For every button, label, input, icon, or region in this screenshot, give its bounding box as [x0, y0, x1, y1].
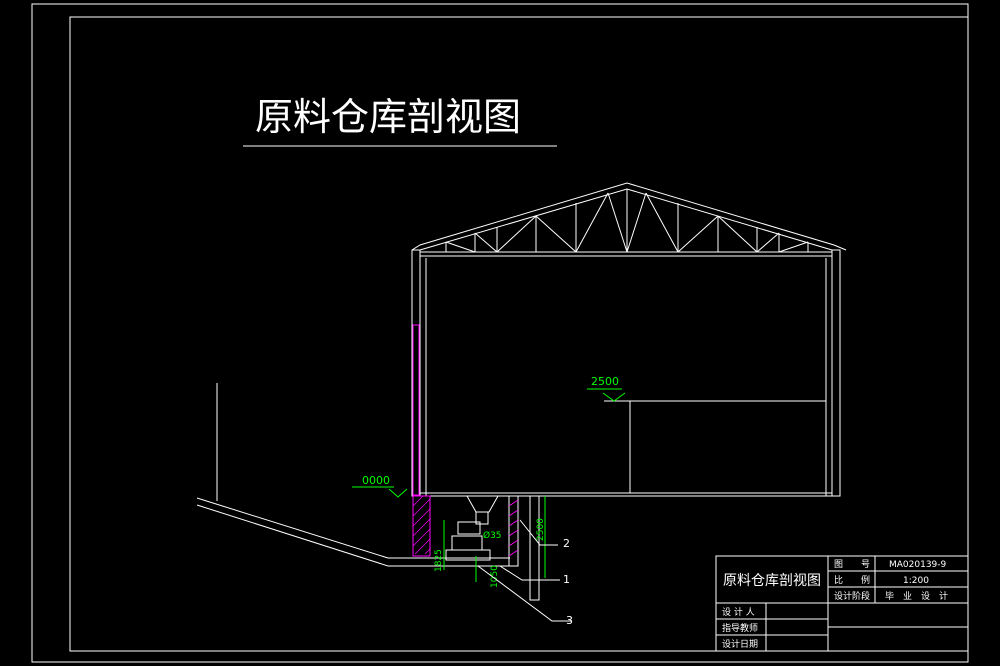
title-block-drawing-name: 原料仓库剖视图 — [723, 573, 821, 589]
scale-label: 比 例 — [834, 574, 870, 586]
pit-hatch — [508, 499, 519, 557]
wall-hatch-left — [412, 324, 420, 496]
date-label: 设计日期 — [722, 638, 758, 650]
conveyor-system — [196, 383, 540, 601]
callout-1: 1 — [563, 573, 570, 586]
frame-border — [69, 16, 969, 652]
title-block — [715, 555, 969, 652]
callout-3: 3 — [566, 614, 573, 627]
callout-leaders — [477, 519, 572, 622]
drawing-no-value: MA020139-9 — [889, 560, 947, 570]
dim-1050-label: 1050 — [490, 565, 500, 588]
dimension-lines — [352, 388, 626, 582]
dim-1825-label: 1825 — [434, 549, 444, 572]
foundation-hatch — [412, 495, 431, 557]
scale-value: 1:200 — [903, 576, 929, 586]
dim-35-label: Ø35 — [483, 530, 502, 541]
foundation-hatch-lines — [412, 495, 431, 555]
advisor-label: 指导教师 — [722, 622, 758, 634]
drawing-title: 原料仓库剖视图 — [255, 95, 521, 139]
level-0000-label: 0000 — [362, 474, 390, 487]
dim-2500-label: 2500 — [536, 518, 546, 541]
stage-value: 毕 业 设 计 — [885, 590, 948, 602]
drawing-no-label: 图 号 — [834, 559, 870, 570]
level-2500-label: 2500 — [591, 375, 619, 388]
callout-2: 2 — [563, 537, 570, 550]
stage-label: 设计阶段 — [834, 590, 870, 602]
warehouse-walls — [411, 249, 841, 497]
roof-truss — [411, 182, 847, 257]
designer-label: 设 计 人 — [722, 606, 755, 618]
